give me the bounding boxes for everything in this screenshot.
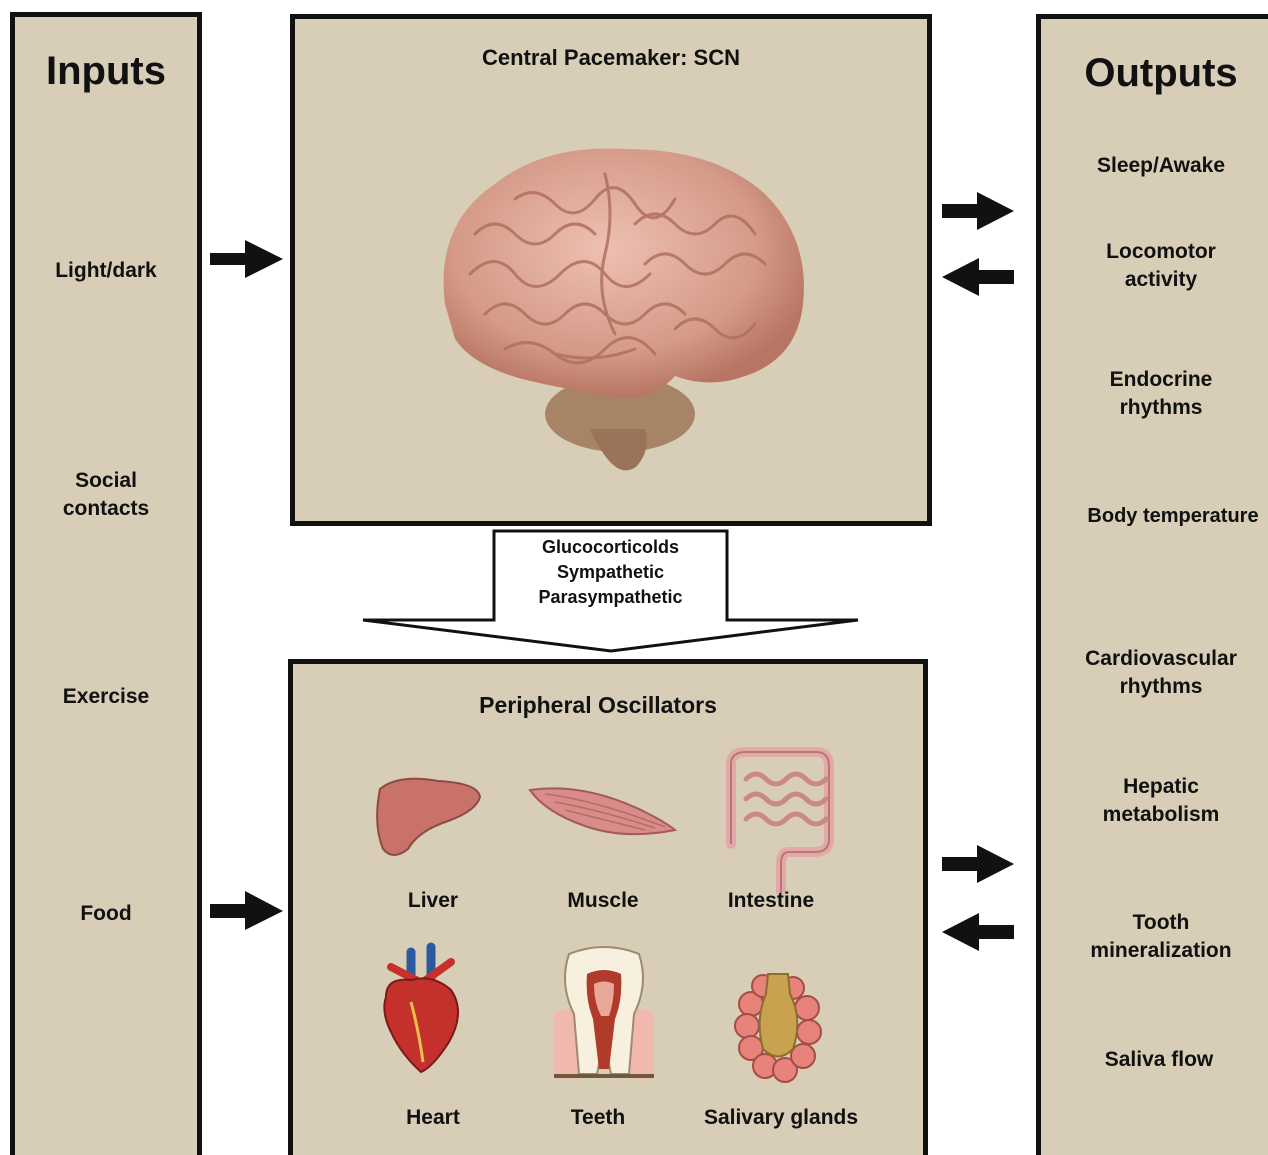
salivary-gland-icon <box>734 973 822 1083</box>
tooth-icon <box>554 946 654 1079</box>
central-pacemaker-title: Central Pacemaker: SCN <box>481 45 740 70</box>
outputs-panel: Outputs Sleep/Awake Locomotor activity E… <box>1036 14 1268 1155</box>
organ-label-muscle: Muscle <box>567 889 639 912</box>
output-body-temperature: Body temperature <box>1087 505 1259 527</box>
organ-label-teeth: Teeth <box>570 1106 626 1129</box>
output-sleep-awake: Sleep/Awake <box>1096 154 1226 177</box>
arrow-food-to-peripheral <box>210 891 283 930</box>
inputs-title: Inputs <box>46 49 166 93</box>
output-hepatic-metabolism: Hepatic metabolism <box>1102 775 1220 826</box>
arrow-peripheral-to-outputs <box>942 845 1014 883</box>
input-social-contacts: Social contacts <box>62 469 150 520</box>
muscle-icon <box>528 787 678 836</box>
outputs-title: Outputs <box>1084 51 1238 95</box>
organ-label-liver: Liver <box>407 889 459 912</box>
output-endocrine-rhythms: Endocrine rhythms <box>1109 368 1213 419</box>
arrow-outputs-to-peripheral <box>942 913 1014 951</box>
output-cardiovascular-rhythms: Cardiovascular rhythms <box>1085 647 1237 698</box>
input-exercise: Exercise <box>62 685 150 708</box>
output-locomotor-activity: Locomotor activity <box>1106 240 1216 291</box>
peripheral-oscillators-panel: Peripheral Oscillators Liver Muscle Inte… <box>288 659 928 1155</box>
signal-parasympathetic: Parasympathetic <box>538 587 683 607</box>
input-light-dark: Light/dark <box>55 259 157 282</box>
central-pacemaker-panel: Central Pacemaker: SCN <box>290 14 932 526</box>
liver-icon <box>376 777 482 856</box>
arrow-scn-to-outputs <box>942 192 1014 230</box>
intestine-icon <box>726 747 834 894</box>
output-tooth-mineralization: Tooth mineralization <box>1090 911 1232 962</box>
inputs-panel: Inputs Light/dark Social contacts Exerci… <box>10 12 202 1155</box>
signal-sympathetic: Sympathetic <box>556 562 665 582</box>
organ-label-heart: Heart <box>406 1106 460 1129</box>
heart-icon <box>383 942 459 1074</box>
organ-label-salivary-glands: Salivary glands <box>703 1106 859 1129</box>
peripheral-oscillators-title: Peripheral Oscillators <box>479 692 717 718</box>
arrow-inputs-to-scn <box>210 240 283 278</box>
signal-glucocorticoids: Glucocorticolds <box>541 537 680 557</box>
arrow-outputs-to-scn <box>942 258 1014 296</box>
output-saliva-flow: Saliva flow <box>1104 1048 1214 1071</box>
input-food: Food <box>80 902 132 925</box>
brain-icon <box>443 148 804 471</box>
organ-label-intestine: Intestine <box>727 889 815 912</box>
